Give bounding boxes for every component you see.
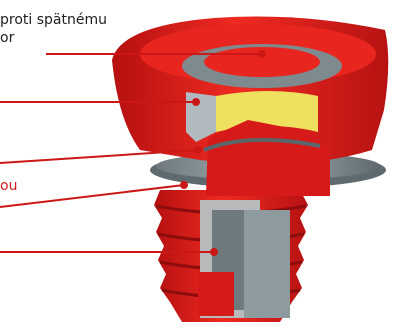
callout-dot-icon: [180, 181, 188, 189]
label-top-line-2: or: [0, 30, 14, 46]
label-top-line-1: proti spätnému: [0, 12, 107, 28]
callout-dot-icon: [210, 248, 218, 256]
inner-cutaway: [186, 91, 330, 318]
callout-dot-icon: [258, 50, 266, 58]
callout-dot-icon: [194, 146, 202, 154]
label-middle-red: ou: [0, 178, 17, 194]
callout-dot-icon: [192, 98, 200, 106]
